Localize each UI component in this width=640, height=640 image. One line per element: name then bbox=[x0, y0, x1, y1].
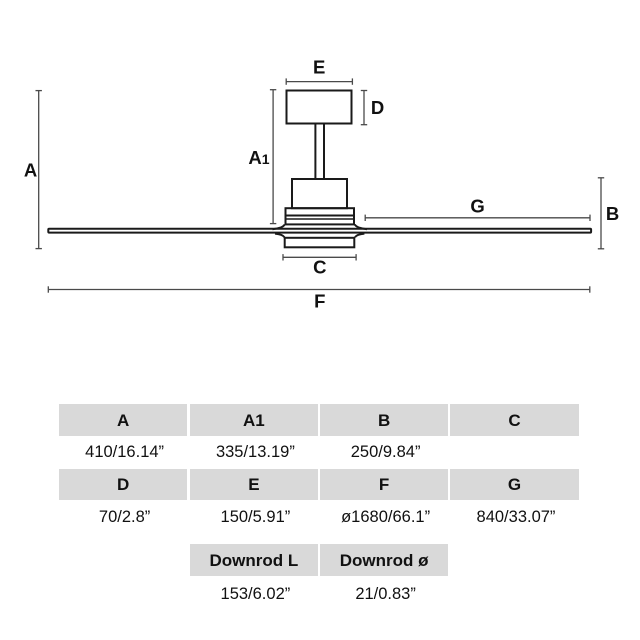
svg-text:E: E bbox=[313, 57, 325, 78]
svg-text:D: D bbox=[371, 97, 384, 118]
svg-text:A: A bbox=[24, 160, 37, 181]
svg-text:G: G bbox=[470, 196, 484, 217]
svg-text:F: F bbox=[314, 291, 325, 312]
svg-text:B: B bbox=[606, 203, 619, 224]
svg-text:A1: A1 bbox=[248, 147, 269, 168]
svg-text:C: C bbox=[313, 257, 326, 278]
